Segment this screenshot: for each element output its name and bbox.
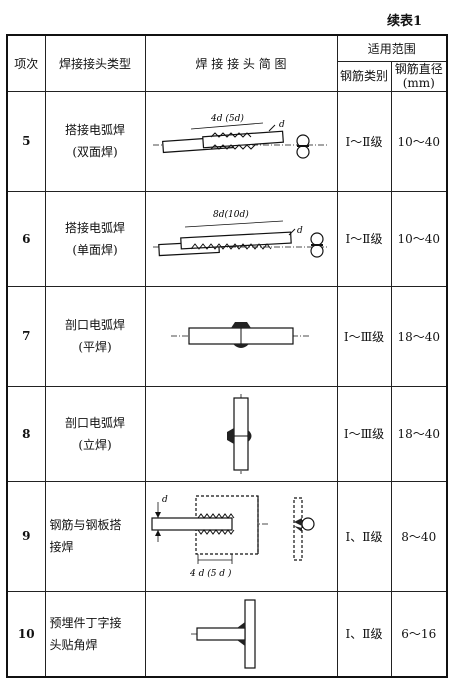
weld-type-cell: 预埋件丁字接头贴角焊 (44, 590, 146, 678)
double-lap-weld-diagram: 4d (5d) d (153, 113, 329, 159)
weld-type-cell: 搭接电弧焊(双面焊) (44, 90, 146, 192)
bar-diameter-label: d (162, 495, 168, 505)
vertical-groove-weld-diagram (227, 393, 252, 474)
weld-type-cell: 搭接电弧焊(单面焊) (44, 190, 146, 287)
bar-to-plate-lap-weld-diagram: d 4 d (5 d ) (151, 495, 315, 579)
bar-diameter-cell: 10～40 (390, 190, 448, 287)
table-row: 5 搭接电弧焊(双面焊) 4d (5d) d Ⅰ～Ⅱ级 10～40 (6, 90, 448, 192)
sketch-cell: 4d (5d) d (144, 90, 338, 192)
bar-diameter-cell: 18～40 (390, 385, 448, 482)
single-lap-weld-diagram: 8d(10d) d (153, 209, 329, 258)
bar-diameter-cell: 18～40 (390, 285, 448, 387)
bar-class-cell: Ⅰ、Ⅱ级 (336, 590, 392, 678)
header-bar-class: 钢筋类别 (336, 60, 392, 92)
row-index: 6 (6, 190, 46, 287)
t-joint-fillet-weld-diagram (191, 599, 256, 669)
sketch-cell (144, 590, 338, 678)
table-row: 6 搭接电弧焊(单面焊) 8d(10d) d Ⅰ～Ⅱ级 10～40 (6, 190, 448, 287)
row-index: 5 (6, 90, 46, 192)
sketch-cell: d 4 d (5 d ) (144, 480, 338, 592)
table-row: 7 剖口电弧焊(平焊) Ⅰ～Ⅲ级 18～40 (6, 285, 448, 387)
bar-class-cell: Ⅰ～Ⅲ级 (336, 285, 392, 387)
sketch-cell (144, 385, 338, 482)
table-row: 10 预埋件丁字接头贴角焊 Ⅰ、Ⅱ级 6～16 (6, 590, 448, 678)
table-row: 8 剖口电弧焊(立焊) Ⅰ～Ⅲ级 18～40 (6, 385, 448, 482)
bar-diameter-cell: 8～40 (390, 480, 448, 592)
diameter-label: d (297, 226, 303, 236)
header-scope: 适用范围 (336, 34, 448, 62)
bar-class-cell: Ⅰ、Ⅱ级 (336, 480, 392, 592)
sketch-cell (144, 285, 338, 387)
weld-type-cell: 剖口电弧焊(立焊) (44, 385, 146, 482)
table-row: 9 钢筋与钢板搭接焊 d 4 d (5 d ) (6, 480, 448, 592)
diameter-label: d (279, 120, 285, 130)
row-index: 9 (6, 480, 46, 592)
welding-joint-table: 项次 焊接接头类型 焊 接 接 头 简 图 适用范围 钢筋类别 钢筋直径 (mm… (6, 34, 449, 678)
lap-length-label: 4d (5d) (210, 113, 244, 124)
sketch-cell: 8d(10d) d (144, 190, 338, 287)
weld-type-cell: 剖口电弧焊(平焊) (44, 285, 146, 387)
row-index: 8 (6, 385, 46, 482)
continued-table-label: 续表1 (386, 14, 422, 29)
row-index: 7 (6, 285, 46, 387)
bar-class-cell: Ⅰ～Ⅱ级 (336, 190, 392, 287)
bar-class-cell: Ⅰ～Ⅱ级 (336, 90, 392, 192)
header-bar-diameter: 钢筋直径 (mm) (390, 60, 448, 92)
weld-type-cell: 钢筋与钢板搭接焊 (44, 480, 146, 592)
lap-length-label: 4 d (5 d ) (189, 568, 232, 579)
bar-class-cell: Ⅰ～Ⅲ级 (336, 385, 392, 482)
header-sketch: 焊 接 接 头 简 图 (144, 34, 338, 92)
lap-length-label: 8d(10d) (213, 209, 249, 220)
header-weld-type: 焊接接头类型 (44, 34, 146, 92)
header-index: 项次 (6, 34, 46, 92)
row-index: 10 (6, 590, 46, 678)
bar-diameter-cell: 10～40 (390, 90, 448, 192)
bar-diameter-cell: 6～16 (390, 590, 448, 678)
flat-groove-weld-diagram (171, 322, 311, 348)
